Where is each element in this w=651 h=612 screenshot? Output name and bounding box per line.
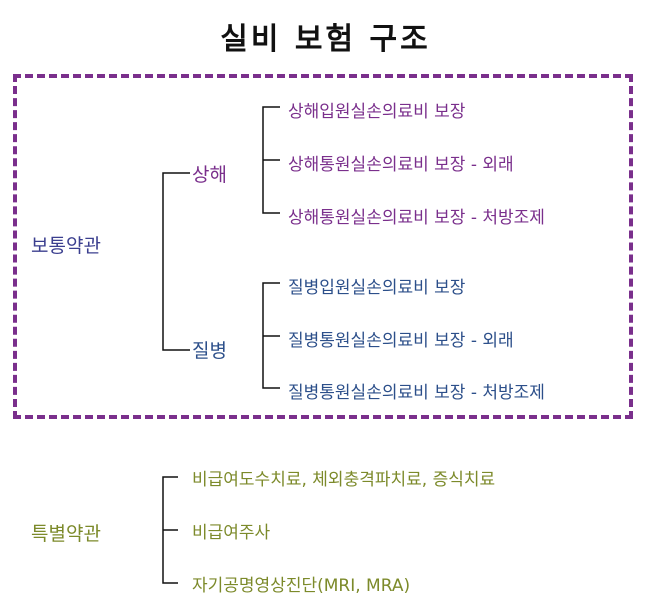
- special-item: 비급여도수치료, 체외충격파치료, 증식치료: [192, 470, 496, 490]
- special-item: 자기공명영상진단(MRI, MRA): [192, 576, 411, 596]
- injury-item: 상해통원실손의료비 보장 - 처방조제: [288, 208, 545, 228]
- basic-contract-box: [13, 74, 633, 419]
- basic-contract-label: 보통약관: [31, 235, 101, 257]
- injury-item: 상해통원실손의료비 보장 - 외래: [288, 155, 514, 175]
- disease-label: 질병: [192, 340, 227, 362]
- special-item: 비급여주사: [192, 523, 271, 543]
- injury-item: 상해입원실손의료비 보장: [288, 102, 466, 122]
- diagram-title: 실비 보험 구조: [220, 22, 431, 57]
- disease-item: 질병입원실손의료비 보장: [288, 278, 466, 298]
- injury-label: 상해: [192, 164, 227, 186]
- bracket-basic: [162, 172, 190, 351]
- special-contract-label: 특별약관: [31, 523, 101, 545]
- disease-item: 질병통원실손의료비 보장 - 외래: [288, 331, 514, 351]
- disease-item: 질병통원실손의료비 보장 - 처방조제: [288, 383, 545, 403]
